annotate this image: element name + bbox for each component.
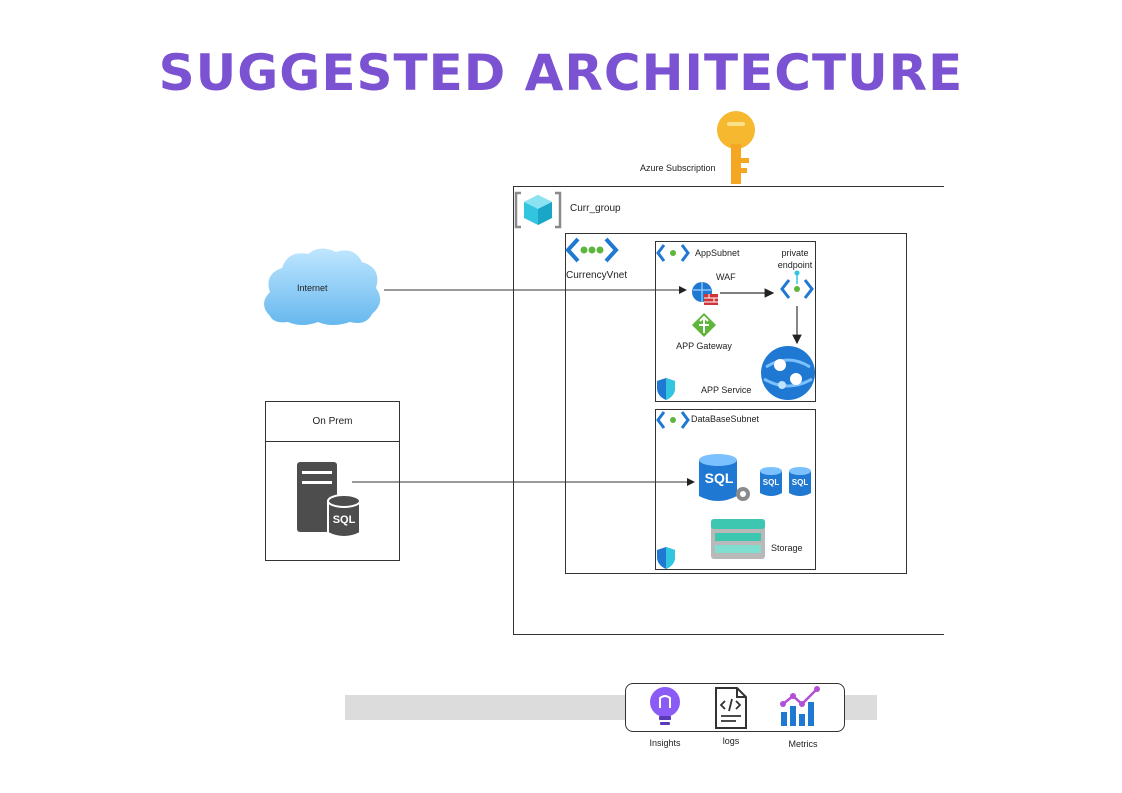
sql-database-icon: SQL bbox=[697, 452, 757, 508]
metrics-label: Metrics bbox=[788, 739, 818, 749]
on-prem-box bbox=[265, 401, 400, 561]
app-gateway-label: APP Gateway bbox=[676, 341, 732, 351]
resource-group-label: Curr_group bbox=[570, 203, 621, 214]
vnet-label: CurrencyVnet bbox=[566, 270, 628, 281]
storage-label: Storage bbox=[771, 543, 803, 553]
app-subnet-box bbox=[655, 241, 816, 402]
app-subnet-icon bbox=[656, 244, 690, 262]
page-title: SUGGESTED ARCHITECTURE bbox=[158, 44, 964, 102]
db-subnet-box bbox=[655, 409, 816, 570]
sql-small-text-2: SQL bbox=[791, 478, 809, 487]
sql-database-text: SQL bbox=[704, 470, 734, 486]
sql-small-text-1: SQL bbox=[762, 478, 780, 487]
cloud-icon bbox=[264, 248, 381, 325]
logs-icon bbox=[715, 687, 747, 729]
insights-label: Insights bbox=[649, 738, 681, 748]
app-subnet-label: AppSubnet bbox=[695, 248, 740, 258]
subscription-label: Azure Subscription bbox=[640, 163, 716, 173]
vnet-box bbox=[565, 233, 907, 574]
on-prem-label: On Prem bbox=[312, 416, 353, 427]
waf-icon bbox=[692, 282, 718, 305]
logs-label: logs bbox=[722, 736, 740, 746]
waf-label: WAF bbox=[716, 272, 736, 282]
app-service-icon bbox=[761, 346, 815, 400]
app-gateway-icon bbox=[692, 313, 716, 337]
on-prem-divider bbox=[265, 441, 400, 442]
internet-label: Internet bbox=[297, 283, 328, 293]
db-subnet-label: DataBaseSubnet bbox=[691, 414, 760, 424]
subscription-box bbox=[513, 186, 944, 635]
sql-small-icon-2: SQL bbox=[788, 466, 812, 498]
nsg-shield-icon-db bbox=[657, 547, 675, 569]
db-subnet-icon bbox=[656, 411, 690, 429]
app-service-label: APP Service bbox=[701, 385, 752, 395]
insights-icon bbox=[650, 687, 680, 725]
nsg-shield-icon bbox=[657, 378, 675, 400]
metrics-icon bbox=[780, 686, 820, 726]
key-icon bbox=[717, 111, 755, 184]
resource-group-icon bbox=[514, 191, 562, 229]
private-endpoint-icon bbox=[780, 270, 814, 299]
server-sql-icon: SQL bbox=[296, 461, 366, 541]
private-endpoint-label: private endpoint bbox=[777, 248, 813, 270]
sql-small-icon-1: SQL bbox=[759, 466, 783, 498]
vnet-icon bbox=[565, 237, 619, 263]
server-sql-text: SQL bbox=[332, 514, 356, 526]
storage-icon bbox=[711, 519, 765, 559]
